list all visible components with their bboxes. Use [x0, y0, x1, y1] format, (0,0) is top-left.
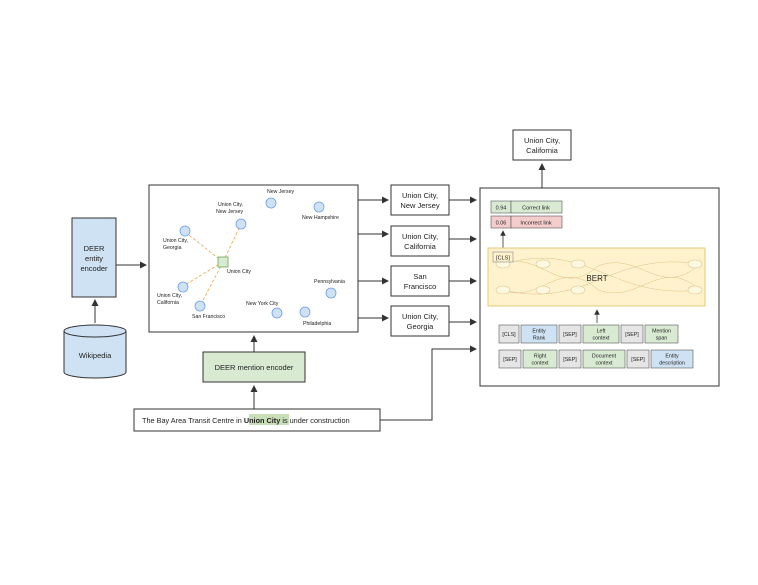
wikipedia-database: Wikipedia: [63, 324, 127, 379]
token-r1-sep-2: [SEP]: [625, 332, 639, 338]
token-r2-sep-3-box: [626, 349, 650, 369]
input-sentence: The Bay Area Transit Centre in Union Cit…: [142, 416, 350, 425]
node-new-jersey: [265, 197, 277, 209]
token-r2-sep-1: [SEP]: [503, 357, 517, 363]
mention-span: Union City: [244, 416, 281, 425]
candidate-box-2: [390, 225, 450, 257]
token-r1-left-context-line-2: context: [592, 336, 610, 342]
token-r2-right-context-line-1: Right: [534, 354, 547, 360]
mention-encoder-label: DEER mention encoder: [215, 363, 294, 372]
node-philadelphia: [299, 306, 311, 318]
node-label-union-city-nj-1: Union City,: [218, 202, 243, 208]
token-r1-cls: [CLS]: [502, 332, 516, 338]
token-r1-sep-1-box: [558, 324, 582, 344]
candidate-1-line-1: Union City,: [402, 191, 438, 200]
bert-units: [495, 259, 703, 295]
token-r1-entity-rank-line-2: Rank: [533, 336, 546, 342]
node-label-new-hampshire: New Hampshire: [302, 215, 339, 221]
token-r2-document-context-line-1: Document: [592, 354, 617, 360]
candidate-box-1: [390, 184, 450, 216]
node-label-union-city-ga-1: Union City,: [163, 238, 188, 244]
candidate-box-4: [390, 305, 450, 337]
node-label-philadelphia: Philadelphia: [303, 321, 331, 327]
token-r1-mention-span-line-2: span: [656, 336, 668, 342]
mention-highlight: [249, 414, 289, 425]
candidate-2-line-2: California: [404, 242, 437, 251]
node-label-san-francisco: San Francisco: [192, 314, 225, 320]
token-r2-sep-3: [SEP]: [631, 357, 645, 363]
candidate-3-line-1: San: [413, 272, 426, 281]
node-union-city-california: [177, 281, 189, 293]
node-new-york-city: [271, 307, 283, 319]
token-r1-left-context-box: [582, 324, 620, 344]
cls-token: [CLS]: [496, 256, 510, 262]
candidate-3-line-2: Francisco: [404, 282, 437, 291]
token-r2-entity-description-box: [650, 349, 694, 369]
node-label-new-york-city: New York City: [246, 301, 279, 307]
node-label-union-city-nj-2: New Jersey: [216, 209, 244, 215]
candidate-4-line-2: Georgia: [407, 322, 435, 331]
token-r2-document-context-box: [582, 349, 626, 369]
node-new-hampshire: [313, 201, 325, 213]
node-label-union-city-ga-2: Georgia: [163, 245, 182, 251]
score-incorrect-label-cell: [510, 215, 563, 229]
mention-node-label: Union City: [227, 269, 251, 275]
bert-attention-lines: [502, 258, 701, 295]
candidate-1-line-2: New Jersey: [400, 201, 439, 210]
candidate-2-line-1: Union City,: [402, 232, 438, 241]
token-r1-entity-rank-box: [520, 324, 558, 344]
candidate-4-line-1: Union City,: [402, 312, 438, 321]
score-correct-label-cell: [510, 200, 563, 214]
cls-token-box: [492, 251, 514, 263]
node-label-new-jersey: New Jersey: [267, 189, 295, 195]
token-r2-entity-description-line-2: description: [659, 361, 685, 367]
node-label-union-city-ca-2: California: [157, 300, 179, 306]
node-union-city-new-jersey: [235, 218, 247, 230]
score-incorrect-label: Incorrect link: [520, 221, 551, 227]
token-r2-right-context-box: [522, 349, 558, 369]
node-label-pennsylvania: Pennsylvania: [314, 279, 345, 285]
output-line-1: Union City,: [524, 136, 560, 145]
node-label-union-city-ca-1: Union City,: [157, 293, 182, 299]
token-r2-right-context-line-2: context: [531, 361, 549, 367]
token-r1-sep-1: [SEP]: [563, 332, 577, 338]
sentence-to-bert-arrow: [380, 345, 477, 421]
entity-encoder-line-1: DEER: [84, 244, 105, 253]
entity-encoder-line-2: entity: [85, 254, 103, 263]
token-r2-sep-1-box: [498, 349, 522, 369]
token-r1-left-context-line-1: Left: [597, 329, 606, 335]
node-union-city-georgia: [179, 225, 191, 237]
token-r1-cls-box: [498, 324, 520, 344]
score-correct-label: Correct link: [522, 206, 550, 212]
entity-encoder-line-3: encoder: [80, 264, 108, 273]
token-r2-sep-2: [SEP]: [563, 357, 577, 363]
mention-node: [217, 256, 229, 268]
output-entity-box: [512, 129, 572, 161]
output-line-2: California: [526, 146, 559, 155]
node-pennsylvania: [325, 287, 337, 299]
token-r1-sep-2-box: [620, 324, 644, 344]
score-incorrect-value: 0.06: [496, 221, 507, 227]
embedding-space-box: [148, 184, 359, 333]
token-r1-mention-span-box: [644, 324, 679, 344]
token-r2-sep-2-box: [558, 349, 582, 369]
candidate-box-3: [390, 265, 450, 297]
token-r2-document-context-line-2: context: [595, 361, 613, 367]
score-correct-value: 0.94: [496, 206, 507, 212]
token-r2-entity-description-line-1: Entity: [665, 354, 679, 360]
entity-encoder-box: [71, 217, 117, 298]
mention-encoder-box: [202, 351, 306, 383]
node-san-francisco: [194, 300, 206, 312]
wikipedia-label: Wikipedia: [79, 351, 112, 360]
neighbor-links: [182, 223, 242, 307]
token-r1-entity-rank-line-1: Entity: [532, 329, 546, 335]
token-r1-mention-span-line-1: Mention: [652, 329, 671, 335]
bert-label: BERT: [586, 274, 607, 283]
bert-box: [487, 247, 706, 307]
